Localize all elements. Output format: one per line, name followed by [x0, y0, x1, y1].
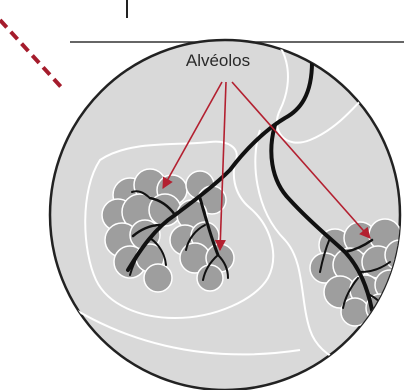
dashed-pointer-line	[0, 20, 62, 88]
alveolos-label: Alvéolos	[186, 51, 250, 70]
